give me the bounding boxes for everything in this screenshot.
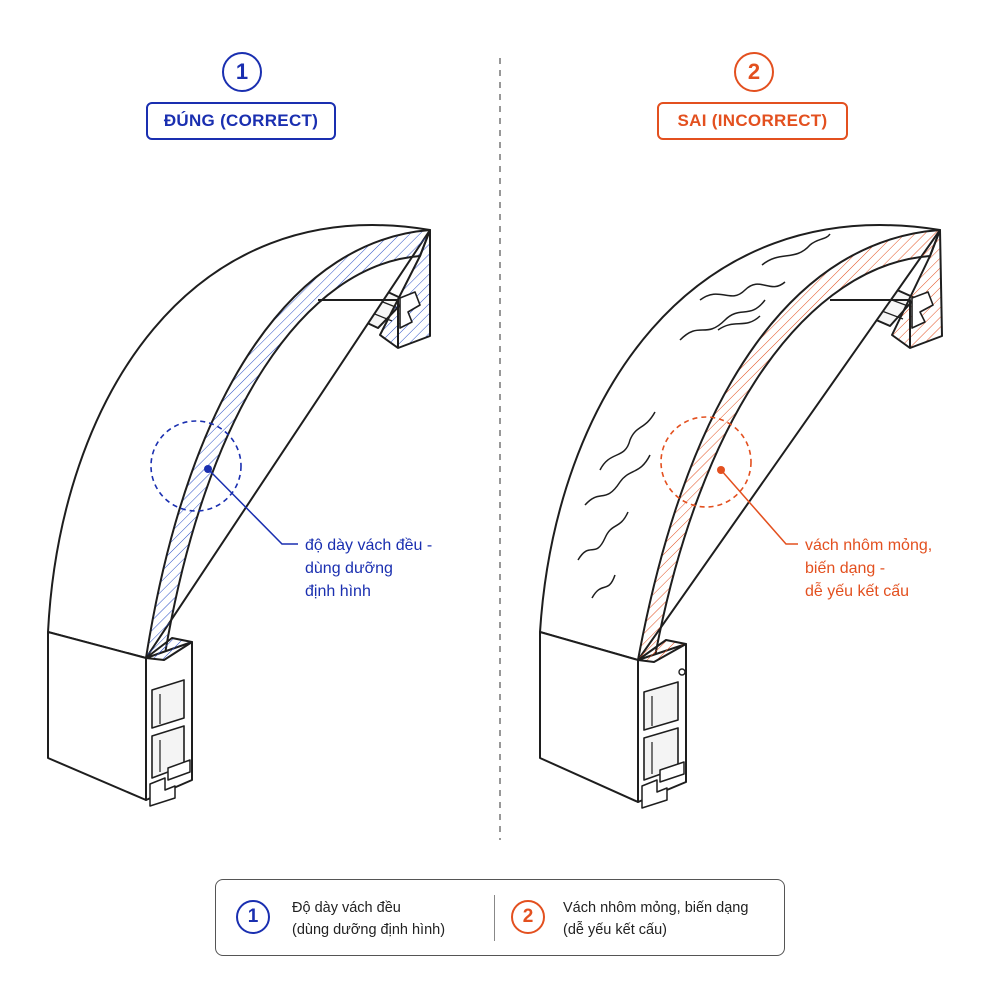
incorrect-bottom-leg [539,631,639,803]
correct-bottom-leg [47,631,147,801]
incorrect-top-end-section [891,229,943,349]
legend-divider [494,895,495,941]
incorrect-callout-line: biến dạng - [805,560,886,577]
legend-incorrect-text: Vách nhôm mỏng, biến dạng (dễ yếu kết cấ… [563,897,748,941]
legend-correct-line: (dùng dưỡng định hình) [292,922,446,938]
legend-incorrect-line: Vách nhôm mỏng, biến dạng [563,900,749,916]
correct-callout-marker [150,420,298,545]
incorrect-callout-text: vách nhôm mỏng, biến dạng - dễ yếu kết c… [805,534,932,603]
incorrect-arch-profile [539,224,943,809]
correct-callout-line: định hình [305,583,371,600]
correct-callout-text: độ dày vách đều - dùng dưỡng định hình [305,534,432,603]
legend-incorrect-line: (dễ yếu kết cấu) [563,922,667,938]
incorrect-callout-marker [660,416,798,545]
incorrect-number-badge: 2 [734,52,774,92]
incorrect-title-label: SAI (INCORRECT) [657,102,848,140]
correct-callout-line: dùng dưỡng [305,560,393,577]
legend-correct-badge: 1 [236,900,270,934]
legend-correct-line: Độ dày vách đều [292,900,401,916]
correct-title-label: ĐÚNG (CORRECT) [146,102,336,140]
legend-correct-text: Độ dày vách đều (dùng dưỡng định hình) [292,897,445,941]
correct-arch-outer-face [47,224,431,659]
legend-incorrect-badge: 2 [511,900,545,934]
correct-number-badge: 1 [222,52,262,92]
correct-arch-profile [47,224,431,807]
incorrect-arch-outer-face [539,224,941,661]
incorrect-callout-line: vách nhôm mỏng, [805,537,933,554]
correct-callout-line: độ dày vách đều - [305,537,433,554]
deformation-wrinkles [577,233,831,599]
incorrect-callout-line: dễ yếu kết cấu [805,583,910,600]
correct-top-end-section [379,229,431,349]
legend-box: 1 Độ dày vách đều (dùng dưỡng định hình)… [215,879,785,956]
